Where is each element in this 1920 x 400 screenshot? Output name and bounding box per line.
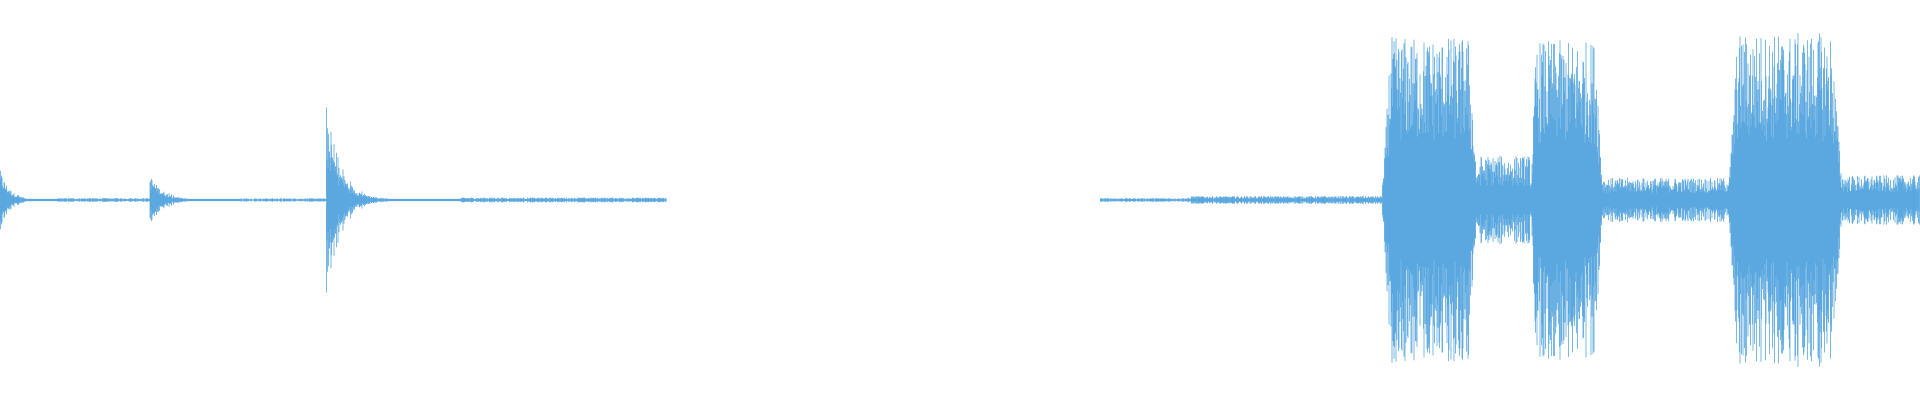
waveform-trace [0, 33, 1920, 367]
